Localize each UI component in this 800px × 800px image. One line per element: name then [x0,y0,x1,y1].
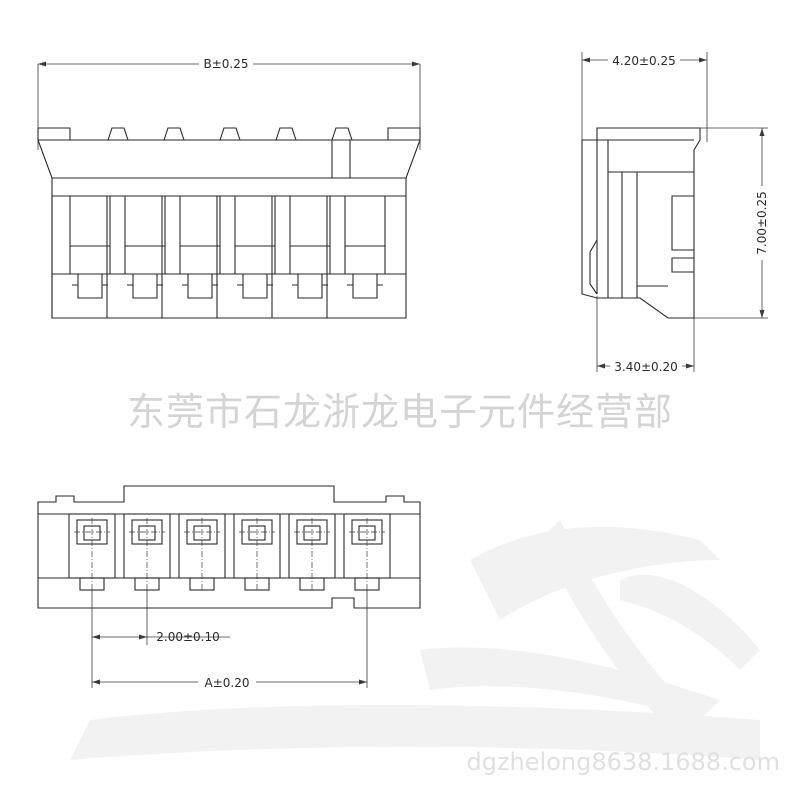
bottom-pin-slot [288,513,336,592]
dim-side-depth: 3.40±0.20 [614,360,678,374]
dim-overall-width: B±0.25 [203,57,248,71]
bottom-pin-slot [123,513,171,592]
front-pin-cavity [216,196,276,318]
dim-side-width: 4.20±0.25 [612,54,676,68]
bottom-pin-slot [68,513,116,592]
front-pin-cavity [106,196,166,318]
watermark-company-name: 东莞市石龙浙龙电子元件经营部 [127,390,673,434]
front-pin-cavity [326,196,386,318]
front-pin-cavity [271,196,331,318]
dim-pitch: 2.00±0.10 [156,630,220,644]
side-view: 4.20±0.25 7.00±0.25 3.40±0.20 [581,52,770,374]
bottom-pin-slot [178,513,226,592]
front-pin-cavity [51,196,111,318]
front-pin-cavity [161,196,221,318]
dim-side-height: 7.00±0.25 [755,191,769,255]
front-view: B±0.25 [37,56,421,319]
bottom-pin-slot [233,513,281,592]
dim-pin-span: A±0.20 [205,676,250,690]
watermark-logo [70,520,760,760]
watermark-url: dgzhelong8638.1688.com [466,748,780,776]
bottom-view: 2.00±0.10 A±0.20 [37,485,421,690]
bottom-pin-slot [343,513,391,592]
